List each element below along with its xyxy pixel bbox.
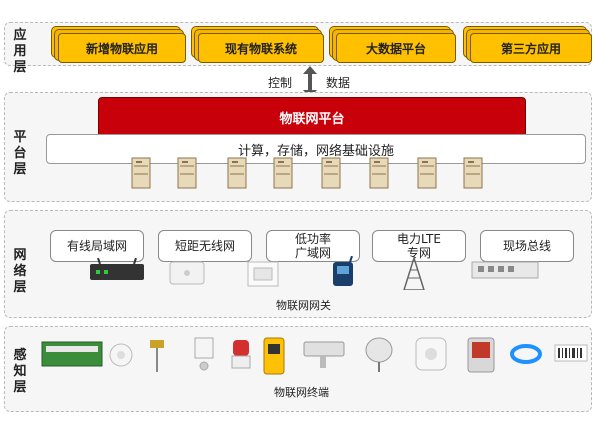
- satellite-dish-icon: [365, 337, 393, 372]
- alarm-siren-icon: [231, 340, 251, 369]
- infrastructure-bar: 计算，存储，网络基础设施: [46, 134, 586, 164]
- server-icon: [369, 157, 389, 189]
- server-icon: [463, 157, 483, 189]
- io-module-icon: [41, 341, 103, 367]
- iot-platform-bar: 物联网平台: [98, 97, 526, 137]
- temperature-probe-icon: [150, 340, 164, 372]
- lpwan-terminal-icon: [333, 256, 353, 286]
- terminal-caption: 物联网终端: [274, 386, 329, 399]
- server-icon: [131, 157, 151, 189]
- arrow-data-label: 数据: [326, 76, 351, 90]
- app-new-iot: 新增物联应用: [58, 33, 186, 63]
- humidity-sensor-icon: [194, 337, 214, 371]
- server-icon: [417, 157, 437, 189]
- smoke-detector-icon: [109, 343, 133, 367]
- net-lpwan: 低功率 广域网: [266, 230, 360, 262]
- server-icon: [321, 157, 341, 189]
- application-layer-label: 应用 层: [13, 28, 27, 75]
- net-power-lte: 电力LTE 专网: [372, 230, 466, 262]
- cctv-camera-icon: [303, 341, 345, 368]
- lte-tower-icon: [403, 258, 425, 290]
- rfid-tag-icon: [554, 344, 588, 362]
- net-fieldbus: 现场总线: [480, 230, 574, 262]
- app-existing-iot: 现有物联系统: [198, 33, 324, 63]
- wireless-node-icon: [415, 337, 447, 371]
- gateway-caption: 物联网网关: [276, 299, 331, 312]
- server-icon: [177, 157, 197, 189]
- access-terminal-icon: [467, 337, 495, 373]
- app-big-data: 大数据平台: [336, 33, 456, 63]
- net-wired-lan: 有线局域网: [50, 230, 144, 262]
- gas-detector-icon: [263, 337, 285, 375]
- arrow-control-label: 控制: [268, 76, 293, 90]
- wristband-icon: [510, 344, 542, 364]
- perception-layer-label: 感知 层: [13, 348, 27, 395]
- platform-layer-label: 平台 层: [13, 130, 27, 177]
- server-icon: [273, 157, 293, 189]
- lpwan-gateway-icon: [247, 261, 279, 287]
- fieldbus-switch-icon: [471, 261, 539, 279]
- app-third-party: 第三方应用: [470, 33, 592, 63]
- wireless-ap-icon: [169, 261, 205, 285]
- server-icon: [227, 157, 247, 189]
- net-short-range-wireless: 短距无线网: [158, 230, 252, 262]
- gateway-router-icon: [90, 258, 144, 280]
- network-layer-label: 网络 层: [13, 248, 27, 295]
